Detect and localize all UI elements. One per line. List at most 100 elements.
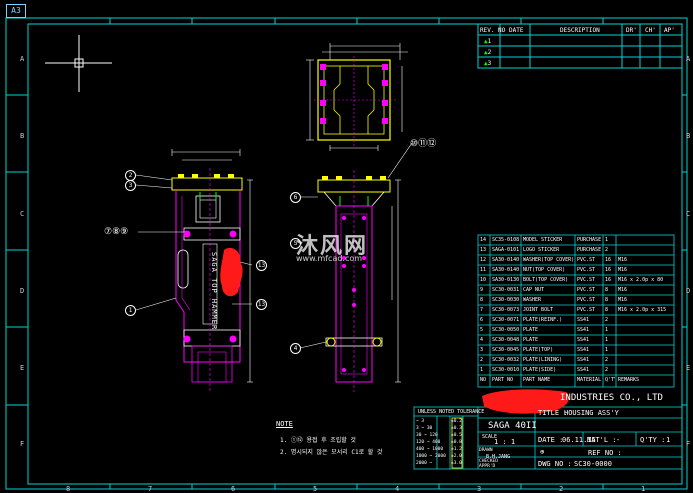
row-label-c-right: C	[686, 210, 691, 218]
sheet-outer-border	[5, 17, 688, 490]
bom-cell-name: PLATE(LINING)	[523, 357, 563, 363]
row-label-e: E	[20, 364, 25, 372]
bom-cell-no: 7	[480, 307, 484, 313]
bom-cell-part_no: SA30-0140	[492, 267, 520, 273]
bom-cell-no: 2	[480, 357, 484, 363]
watermark-logo: 沐风网	[296, 234, 369, 259]
bom-cell-qty: 1	[605, 237, 609, 243]
bom-cell-name: PLATE(REINF.)	[523, 317, 563, 323]
note-line-2: 2. 명시되지 않은 모서리 C1로 할 것	[280, 449, 383, 456]
col-label-8: 8	[66, 485, 71, 493]
title-label: TITLE :	[538, 409, 568, 417]
col-label-3: 3	[477, 485, 482, 493]
bom-cell-qty: 2	[605, 247, 609, 253]
col-label-6: 6	[231, 485, 236, 493]
bom-cell-qty: 16	[605, 267, 612, 273]
row-label-a-right: A	[686, 55, 691, 63]
tolerance-range: 30 ~ 120	[416, 433, 438, 438]
bom-cell-rem: M16	[618, 297, 628, 303]
bom-cell-name: WASHER	[523, 297, 542, 303]
bom-cell-qty: 8	[605, 287, 609, 293]
bom-cell-part_no: SC30-0048	[492, 337, 520, 343]
bom-cell-no: 10	[480, 277, 487, 283]
bom-cell-no: 5	[480, 327, 484, 333]
bom-cell-part_no: SAGA-0101	[492, 247, 520, 253]
row-label-e-right: E	[686, 364, 691, 372]
bom-cell-mat: PVC.ST	[577, 307, 596, 313]
bom-header-material: MATERIAL	[577, 377, 602, 383]
bom-cell-qty: 1	[605, 347, 609, 353]
rev-header-ap: AP'	[664, 27, 675, 34]
bom-cell-part_no: SC30-0071	[492, 317, 520, 323]
bom-cell-no: 4	[480, 337, 484, 343]
side-plate-lettering: SAGA TOP HAMMER	[210, 252, 218, 331]
tolerance-title: UNLESS NOTED TOLERANCE	[418, 409, 485, 415]
col-label-4: 4	[395, 485, 400, 493]
drawing-title: HOUSING ASS'Y	[564, 409, 619, 417]
tolerance-value: ±1.2	[451, 447, 462, 452]
balloon-13-lower: 13	[256, 299, 267, 310]
bom-cell-rem: M16	[618, 287, 628, 293]
bom-cell-mat: PVC.ST	[577, 287, 596, 293]
bom-cell-part_no: SC30-0031	[492, 287, 520, 293]
tolerance-value: ±0.2	[451, 419, 462, 424]
tolerance-range: 120 ~ 400	[416, 440, 441, 445]
model-name: SAGA 40II	[488, 421, 537, 431]
bom-cell-name: LOGO STICKER	[523, 247, 560, 253]
rev-header-description: DESCRIPTION	[560, 27, 600, 34]
scale-label: SCALE	[482, 434, 498, 440]
bom-header-part_no: PART NO	[492, 377, 514, 383]
bom-cell-mat: PVC.ST	[577, 267, 596, 273]
rev-header-no: REV. NO	[480, 27, 506, 34]
bom-cell-mat: SS41	[577, 327, 590, 333]
side-view	[171, 149, 253, 392]
bom-cell-part_no: SC30-0010	[492, 367, 520, 373]
balloon-6: 6	[290, 192, 301, 203]
balloon-5: 5	[290, 238, 301, 249]
bom-cell-rem: M16 x 2.0p x 315	[618, 307, 667, 313]
tolerance-value: ±0.5	[451, 433, 462, 438]
bom-cell-no: 8	[480, 297, 484, 303]
bom-cell-no: 11	[480, 267, 487, 273]
balloon-4: 4	[290, 343, 301, 354]
row-label-f: F	[20, 440, 25, 448]
bom-cell-part_no: SC30-0030	[492, 297, 520, 303]
tolerance-range: 400 ~ 1000	[416, 447, 444, 452]
bom-cell-mat: SS41	[577, 357, 590, 363]
top-view	[306, 43, 408, 151]
qty-label: Q'TY :	[640, 436, 666, 444]
bom-cell-mat: PURCHASE	[577, 247, 602, 253]
bom-cell-name: WASHER(TOP COVER)	[523, 257, 575, 263]
bom-cell-part_no: SC30-0045	[492, 347, 520, 353]
ref-label: REF NO :	[588, 449, 622, 457]
revision-table-lines	[477, 23, 683, 69]
tolerance-value: ±3.0	[451, 461, 462, 466]
bom-cell-no: 3	[480, 347, 484, 353]
row-label-d: D	[20, 287, 25, 295]
bom-cell-part_no: SA30-0140	[492, 257, 520, 263]
sheet-size-tag: A3	[6, 4, 26, 18]
checked-label: CHECKED	[479, 459, 498, 464]
bom-cell-mat: SS41	[577, 337, 590, 343]
bom-cell-mat: PVC.ST	[577, 257, 596, 263]
row-label-f-right: F	[686, 440, 691, 448]
bom-cell-mat: SS41	[577, 317, 590, 323]
bom-cell-name: JOINT BOLT	[523, 307, 554, 313]
bom-header-remarks: REMARKS	[618, 377, 640, 383]
tolerance-range: 3 ~ 30	[416, 426, 433, 431]
col-label-5: 5	[313, 485, 318, 493]
row-label-b: B	[20, 132, 25, 140]
bom-cell-no: 1	[480, 367, 484, 373]
bom-cell-qty: 16	[605, 257, 612, 263]
rev-row-1: ▲1	[484, 38, 492, 45]
bom-cell-name: PLATE(TOP)	[523, 347, 554, 353]
bom-header-qty: Q'TY	[605, 377, 615, 383]
tolerance-value: ±2.0	[451, 454, 462, 459]
